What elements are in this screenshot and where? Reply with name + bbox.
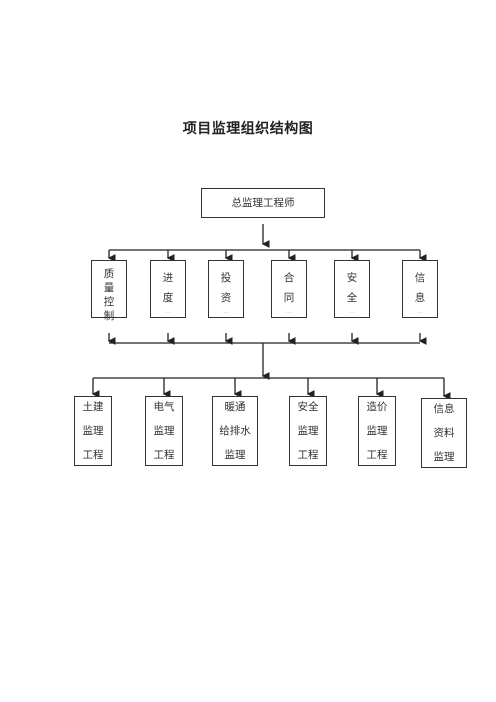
unit-label-line: 监理: [153, 425, 175, 437]
unit-label-line: 工程: [297, 449, 319, 461]
unit-label-line: 给排水: [219, 425, 251, 437]
department-label-char: 同: [283, 292, 295, 304]
unit-box: 暖通给排水监理: [212, 396, 258, 466]
department-box: 质量控制: [91, 260, 127, 322]
unit-label-line: 监理: [297, 425, 319, 437]
unit-label-line: 安全: [297, 401, 319, 413]
unit-box: 安全监理工程: [289, 396, 327, 466]
unit-label-line: 土建: [82, 401, 104, 413]
unit-label-line: 信息: [433, 403, 455, 415]
unit-label-line: 工程: [82, 449, 104, 461]
unit-label-line: 监理: [366, 425, 388, 437]
department-label-char: 信: [414, 272, 426, 284]
department-label-char: 进: [162, 272, 174, 284]
department-label-char: 质: [103, 268, 115, 280]
unit-label-line: 资料: [433, 427, 455, 439]
unit-label-line: 监理: [224, 449, 246, 461]
department-label-char: 控: [103, 296, 115, 308]
department-label-char: 度: [162, 292, 174, 304]
unit-label-line: 造价: [366, 401, 388, 413]
department-box: 进度......: [150, 260, 186, 318]
chart-title: 项目监理组织结构图: [182, 121, 314, 137]
unit-label-line: 监理: [82, 425, 104, 437]
department-box: 安全......: [334, 260, 370, 318]
department-label-char: 息: [414, 292, 426, 304]
unit-box: 造价监理工程: [358, 396, 396, 466]
department-footnote: ......: [165, 310, 171, 314]
department-label-char: 安: [346, 272, 358, 284]
department-footnote: ......: [286, 310, 292, 314]
unit-box: 土建监理工程: [74, 396, 112, 466]
department-footnote: ......: [349, 310, 355, 314]
unit-label-line: 监理: [433, 451, 455, 463]
department-label-char: 投: [220, 272, 232, 284]
unit-box: 信息资料监理: [421, 398, 467, 468]
department-box: 投资......: [208, 260, 244, 318]
unit-label-line: 暖通: [224, 401, 246, 413]
unit-box: 电气监理工程: [145, 396, 183, 466]
unit-label-line: 工程: [366, 449, 388, 461]
department-label-char: 全: [346, 292, 358, 304]
chief-engineer-box: 总监理工程师: [201, 188, 325, 218]
department-box: 合同......: [271, 260, 307, 318]
department-label-char: 资: [220, 292, 232, 304]
department-footnote: ......: [417, 310, 423, 314]
department-label-char: 合: [283, 272, 295, 284]
department-label-char: 量: [103, 282, 115, 294]
department-label-char: 制: [103, 310, 115, 322]
department-footnote: ......: [223, 310, 229, 314]
department-box: 信息......: [402, 260, 438, 318]
unit-label-line: 电气: [153, 401, 175, 413]
unit-label-line: 工程: [153, 449, 175, 461]
